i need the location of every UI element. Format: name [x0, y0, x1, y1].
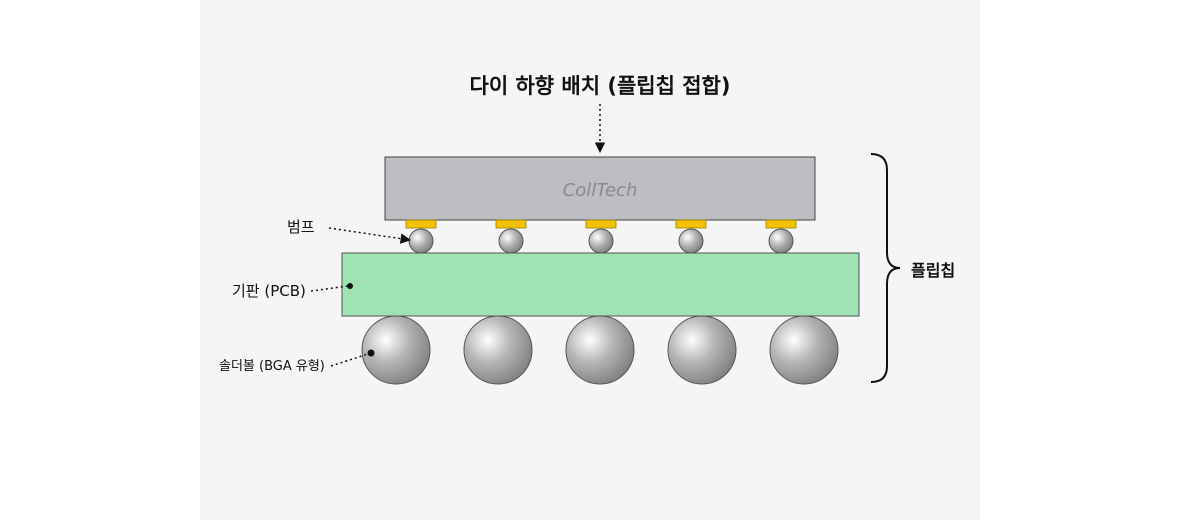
flipchip-brace: [870, 153, 901, 383]
substrate-pcb: [341, 252, 860, 317]
substrate-label: 기판 (PCB): [232, 282, 306, 300]
die-label: CollTech: [563, 180, 638, 201]
solder-ball-label: 솔더볼 (BGA 유형): [219, 359, 325, 374]
solder-ball-leader-dot: [367, 349, 375, 357]
bump-pad: [495, 219, 527, 229]
bump-label: 범프: [287, 218, 315, 236]
die: [384, 156, 816, 221]
solder-ball: [361, 315, 431, 385]
solder-ball: [565, 315, 635, 385]
substrate-leader-dot: [347, 283, 353, 289]
solder-ball-row: [361, 315, 839, 385]
bump: [768, 228, 794, 254]
bump: [678, 228, 704, 254]
solder-ball: [463, 315, 533, 385]
solder-ball-leader: [330, 353, 369, 367]
solder-ball: [667, 315, 737, 385]
bump-row: [405, 219, 797, 254]
substrate-leader: [310, 285, 349, 292]
bump: [588, 228, 614, 254]
diagram-title: 다이 하향 배치 (플립칩 접합): [470, 74, 731, 98]
flipchip-label: 플립칩: [911, 261, 955, 280]
bump-pad: [765, 219, 797, 229]
bump-leader: [328, 227, 412, 244]
bump: [408, 228, 434, 254]
solder-ball: [769, 315, 839, 385]
bump: [498, 228, 524, 254]
bump-pad: [585, 219, 617, 229]
bump-pad: [405, 219, 437, 229]
bump-pad: [675, 219, 707, 229]
